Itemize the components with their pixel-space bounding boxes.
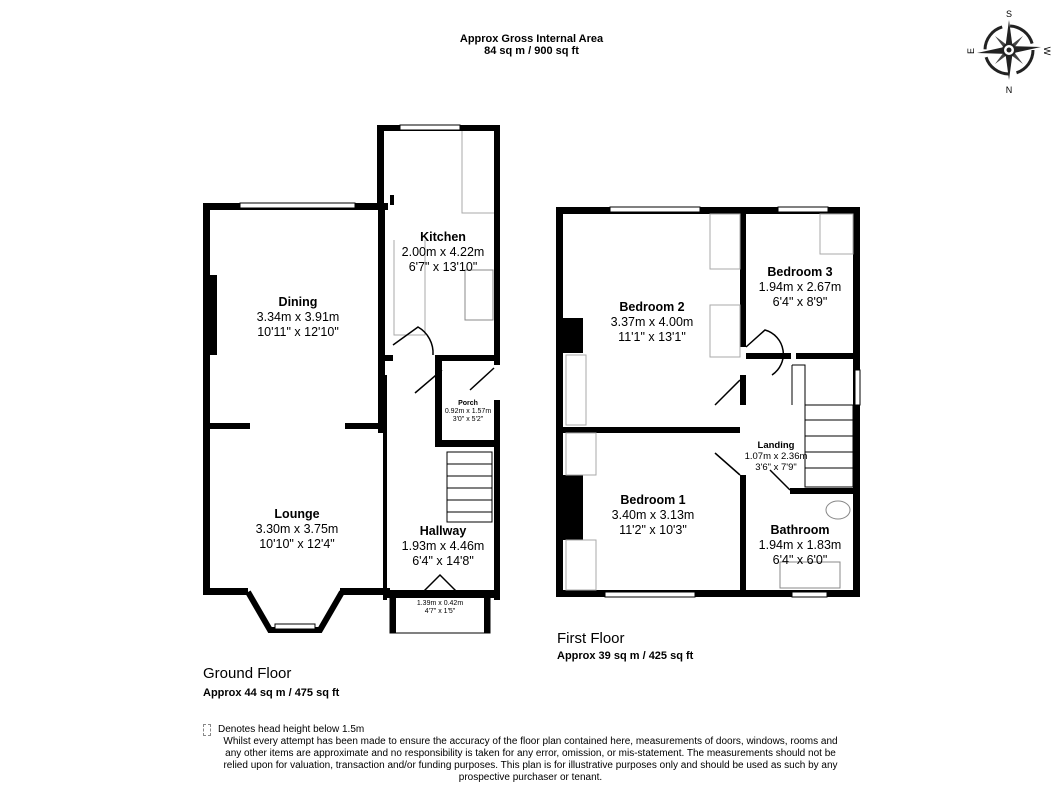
porch-wall bbox=[390, 597, 396, 633]
first-doors bbox=[714, 329, 791, 491]
room-name: Porch bbox=[458, 400, 478, 407]
bedroom-1-window bbox=[604, 591, 696, 598]
gross-area-header: Approx Gross Internal Area 84 sq m / 900… bbox=[0, 33, 1063, 57]
bedroom-3-window bbox=[777, 206, 829, 213]
first-stairs bbox=[791, 364, 854, 488]
room-name: Porch bbox=[430, 592, 450, 599]
room-metric: 1.93m x 4.46m bbox=[401, 539, 485, 553]
room-imperial: 6'4" x 14'8" bbox=[412, 554, 474, 568]
room-imperial: 6'4" x 8'9" bbox=[772, 295, 828, 309]
kitchen-unit bbox=[461, 131, 494, 214]
disclaimer: Whilst every attempt has been made to en… bbox=[223, 736, 838, 783]
porch-wall bbox=[484, 597, 490, 633]
first-floor-title: First Floor bbox=[557, 630, 625, 647]
room-imperial: 10'11" x 12'10" bbox=[257, 325, 339, 339]
doors bbox=[392, 326, 495, 596]
ground-floor-walls bbox=[203, 125, 500, 600]
ground-floor-label: Ground Floor Approx 44 sq m / 475 sq ft bbox=[203, 665, 339, 699]
room-metric: 1.94m x 1.83m bbox=[758, 538, 842, 552]
room-metric: 1.94m x 2.67m bbox=[758, 280, 842, 294]
gross-area-title: Approx Gross Internal Area bbox=[459, 33, 604, 45]
room-metric: 1.39m x 0.42m bbox=[416, 600, 464, 607]
bathroom-window bbox=[791, 591, 828, 598]
dining-window bbox=[239, 202, 356, 209]
first-floor-area: Approx 39 sq m / 425 sq ft bbox=[557, 650, 694, 662]
room-metric: 2.00m x 4.22m bbox=[401, 245, 485, 259]
compass-icon: S W N E bbox=[966, 9, 1052, 95]
room-name: Bathroom bbox=[770, 523, 830, 537]
room-name: Kitchen bbox=[420, 230, 466, 244]
bath-icon bbox=[779, 561, 841, 589]
stair-window bbox=[854, 369, 861, 406]
compass-s: S bbox=[1006, 9, 1012, 19]
room-metric: 3.40m x 3.13m bbox=[611, 508, 695, 522]
room-name: Landing bbox=[757, 440, 795, 451]
room-metric: 1.07m x 2.36m bbox=[744, 451, 808, 462]
room-imperial: 10'10" x 12'4" bbox=[259, 537, 335, 551]
lounge-window bbox=[274, 623, 316, 630]
room-name: Bedroom 3 bbox=[767, 265, 833, 279]
ground-stairs bbox=[446, 451, 493, 523]
toilet-icon bbox=[825, 500, 851, 520]
room-metric: 3.37m x 4.00m bbox=[610, 315, 694, 329]
room-name: Bedroom 1 bbox=[620, 493, 686, 507]
room-imperial: 6'4" x 6'0" bbox=[772, 553, 828, 567]
room-name: Dining bbox=[278, 295, 318, 309]
room-imperial: 3'0" x 5'2" bbox=[452, 416, 484, 423]
room-imperial: 6'7" x 13'10" bbox=[408, 260, 478, 274]
room-name: Hallway bbox=[419, 524, 467, 538]
room-imperial: 3'6" x 7'9" bbox=[755, 462, 797, 473]
kitchen-unit bbox=[393, 240, 426, 336]
wardrobes bbox=[565, 213, 854, 591]
gross-area-value: 84 sq m / 900 sq ft bbox=[484, 45, 579, 57]
ground-floor-area: Approx 44 sq m / 475 sq ft bbox=[203, 687, 340, 699]
room-metric: 0.92m x 1.57m bbox=[444, 408, 492, 415]
room-name: Bedroom 2 bbox=[619, 300, 685, 314]
kitchen-sink-icon bbox=[464, 269, 494, 321]
head-height-legend: Denotes head height below 1.5m bbox=[218, 724, 365, 735]
lounge-bay bbox=[245, 590, 345, 633]
ground-floor-title: Ground Floor bbox=[203, 665, 292, 682]
room-metric: 3.30m x 3.75m bbox=[255, 522, 339, 536]
first-floor-label: First Floor Approx 39 sq m / 425 sq ft bbox=[557, 630, 693, 662]
room-imperial: 11'2" x 10'3" bbox=[619, 523, 687, 537]
room-name: Lounge bbox=[274, 507, 320, 521]
room-imperial: 11'1" x 13'1" bbox=[618, 330, 686, 344]
bedroom-2-window bbox=[609, 206, 701, 213]
kitchen-window bbox=[399, 124, 461, 131]
compass-w: W bbox=[1042, 47, 1052, 56]
compass-e: E bbox=[966, 48, 976, 54]
room-imperial: 4'7" x 1'5" bbox=[424, 608, 456, 615]
head-height-legend-swatch bbox=[203, 724, 211, 736]
compass-n: N bbox=[1006, 85, 1013, 95]
room-metric: 3.34m x 3.91m bbox=[256, 310, 340, 324]
